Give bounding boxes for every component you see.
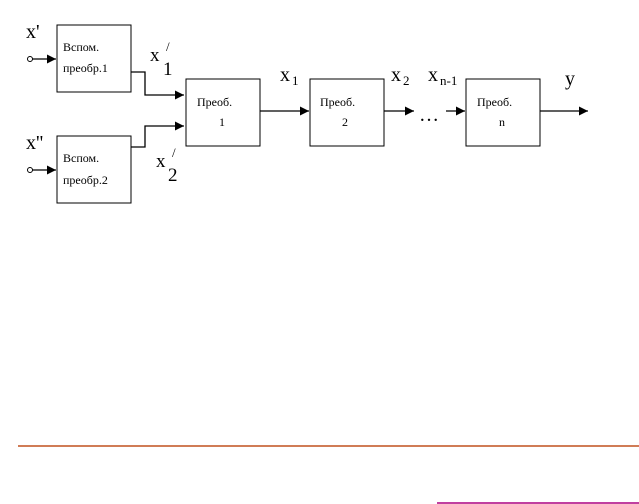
svg-text:/: / [166, 39, 170, 54]
svg-text:Преоб.: Преоб. [197, 95, 232, 109]
svg-text:1: 1 [163, 59, 173, 80]
signal-xn-1-label: x n-1 [428, 64, 457, 88]
svg-text:x: x [156, 151, 166, 172]
svg-text:2: 2 [403, 73, 410, 88]
aux-block-1-line1: Вспом. [63, 40, 99, 54]
transform-block-2: Преоб. 2 [309, 78, 385, 147]
connector-aux2-block1 [131, 121, 184, 148]
svg-text:2: 2 [342, 115, 348, 129]
input-x-double-prime-label: x'' [26, 132, 43, 154]
aux-block-1-line2: преобр.1 [63, 61, 108, 75]
aux-output-1-label: x / 1 [150, 39, 173, 80]
svg-text:/: / [172, 145, 176, 160]
svg-text:x: x [150, 45, 160, 66]
svg-text:1: 1 [292, 73, 299, 88]
svg-text:n-1: n-1 [440, 73, 457, 88]
signal-x2-label: x 2 [391, 64, 410, 88]
svg-text:x: x [391, 64, 401, 86]
svg-text:x: x [428, 64, 438, 86]
connector-aux1-block1 [131, 71, 184, 100]
transform-block-n: Преоб. n [465, 78, 541, 147]
input-x-prime-arrow [27, 54, 56, 64]
aux-block-2-line1: Вспом. [63, 151, 99, 165]
output-y-label: y [565, 68, 575, 90]
signal-x1-label: x 1 [280, 64, 299, 88]
input-x-double-prime-arrow [27, 165, 56, 175]
aux-block-2: Вспом. преобр.2 [56, 135, 132, 204]
svg-text:x: x [280, 64, 290, 86]
svg-text:Преоб.: Преоб. [477, 95, 512, 109]
svg-text:Преоб.: Преоб. [320, 95, 355, 109]
ellipsis: … [419, 104, 439, 126]
svg-text:1: 1 [219, 115, 225, 129]
transform-block-1: Преоб. 1 [185, 78, 261, 147]
aux-output-2-label: x / 2 [156, 145, 178, 186]
aux-block-2-line2: преобр.2 [63, 173, 108, 187]
svg-text:2: 2 [168, 165, 178, 186]
input-x-prime-label: x' [26, 21, 40, 43]
svg-text:n: n [499, 115, 505, 129]
aux-block-1: Вспом. преобр.1 [56, 24, 132, 93]
